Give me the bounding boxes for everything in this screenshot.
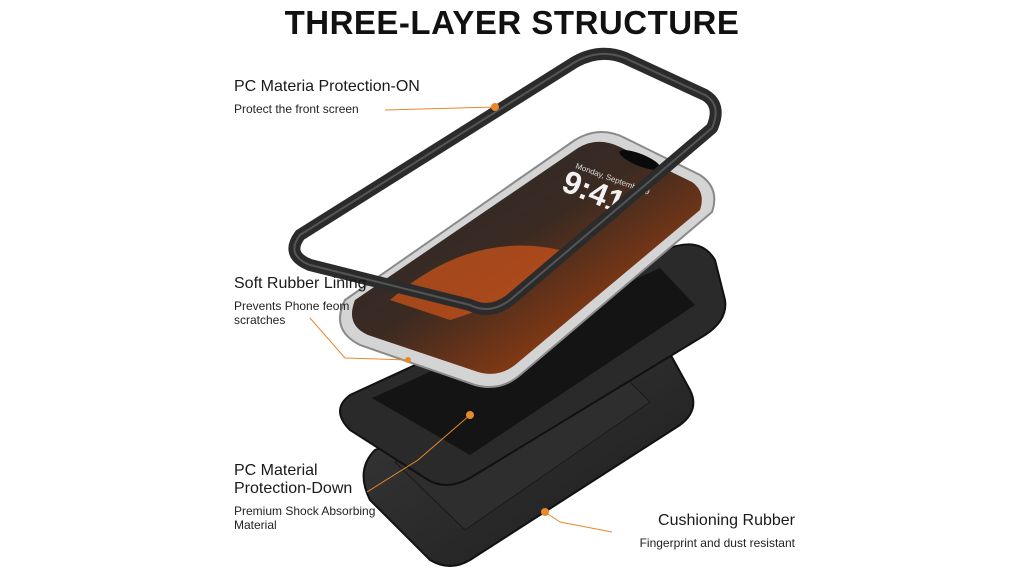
callout-description: Protect the front screen	[234, 102, 359, 116]
callout-dot-lining	[405, 357, 411, 363]
phone: Monday, September 9 9:41	[339, 131, 716, 388]
leader-line-bottom	[366, 414, 471, 493]
callout-heading: PC Material Protection-Down	[234, 462, 353, 497]
page-title: THREE-LAYER STRUCTURE	[284, 4, 740, 41]
callout-description: Fingerprint and dust resistant	[639, 536, 795, 550]
callout-dot-bottom	[466, 411, 474, 419]
callout-heading: Cushioning Rubber	[658, 512, 795, 529]
top-frame-layer	[288, 47, 722, 315]
callout-description: Prevents Phone feom scratches	[234, 299, 350, 327]
callout-dot-cushion	[541, 508, 549, 516]
leader-line-lining	[309, 317, 409, 361]
callout-description: Premium Shock Absorbing Material	[234, 504, 376, 532]
callout-soft-rubber-lining: Soft Rubber Lining Prevents Phone feom s…	[234, 275, 384, 327]
callout-lines	[309, 106, 613, 533]
callout-dot-top	[491, 103, 499, 111]
callout-heading: PC Materia Protection-ON	[234, 78, 420, 95]
leader-line-cushion	[544, 511, 613, 533]
callout-heading: Soft Rubber Lining	[234, 275, 367, 292]
callout-dots	[405, 103, 549, 516]
callout-cushioning-rubber: Cushioning Rubber Fingerprint and dust r…	[605, 512, 795, 550]
leader-line-top	[384, 106, 496, 111]
callout-pc-material-down: PC Material Protection-Down Premium Shoc…	[234, 462, 384, 532]
callout-pc-protection-on: PC Materia Protection-ON Protect the fro…	[234, 78, 474, 116]
